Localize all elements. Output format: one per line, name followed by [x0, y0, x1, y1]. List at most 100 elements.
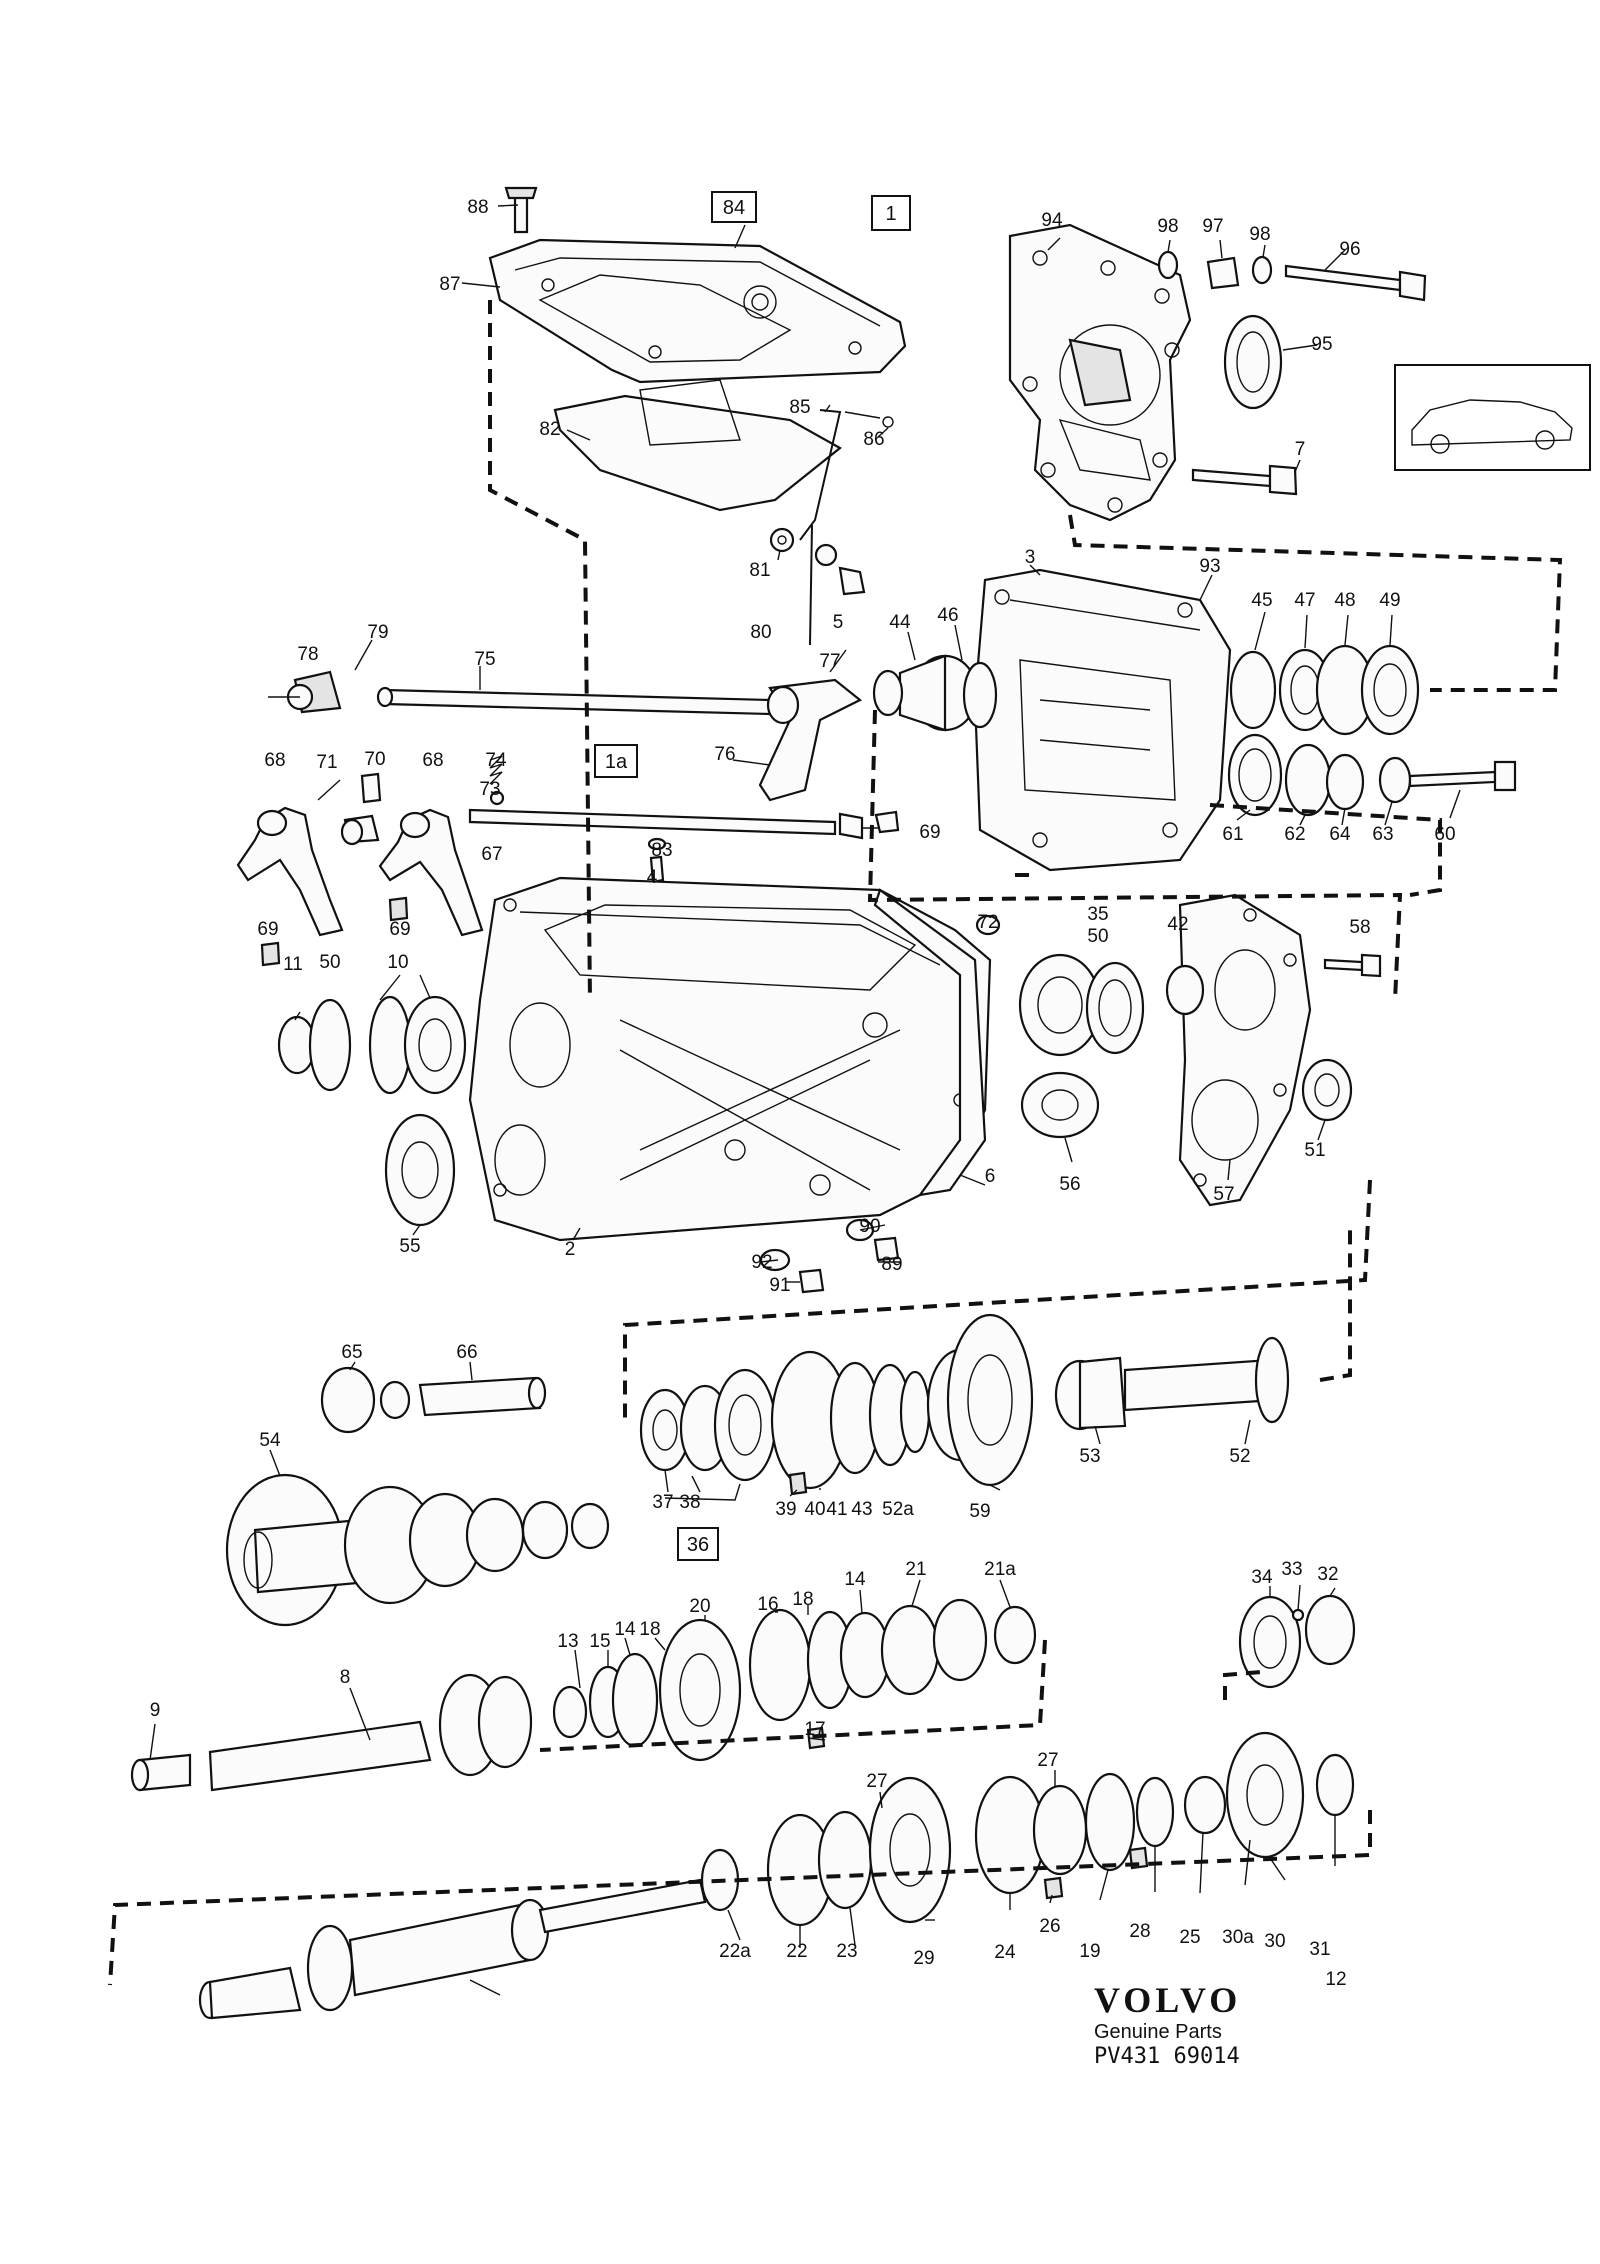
- part-callout-22a: 22a: [719, 1941, 751, 1962]
- part-callout-44: 44: [889, 612, 911, 633]
- part-callout-50: 50: [1087, 926, 1108, 947]
- bearing-46: [962, 661, 998, 729]
- seal-42: [1165, 964, 1205, 1016]
- part-callout-4: 4: [647, 867, 658, 888]
- part-callout-63: 63: [1372, 824, 1393, 845]
- part-callout-75: 75: [474, 649, 495, 670]
- seal-95: [1223, 314, 1283, 410]
- washer-72: [975, 914, 1001, 936]
- part-callout-46: 46: [937, 605, 958, 626]
- selector-fork-68-right: [378, 808, 484, 937]
- part-callout-54: 54: [259, 1430, 281, 1451]
- part-callout-49: 49: [1379, 590, 1400, 611]
- part-callout-51: 51: [1304, 1140, 1325, 1161]
- part-callout-30: 30: [1264, 1931, 1285, 1952]
- bearing-35: [1018, 953, 1145, 1057]
- boxed-label-1a: 1a: [605, 751, 628, 773]
- part-callout-74: 74: [485, 750, 507, 771]
- box-1a: [594, 744, 638, 778]
- part-callout-2: 2: [565, 1239, 576, 1260]
- spring-74-73: [489, 755, 505, 806]
- part-callout-77: 77: [819, 651, 840, 672]
- bearing-56: [1020, 1071, 1100, 1139]
- part-callout-14: 14: [614, 1619, 636, 1640]
- part-callout-86: 86: [863, 429, 884, 450]
- part-callout-28: 28: [1129, 1921, 1150, 1942]
- bolt-7: [1191, 464, 1298, 496]
- part-callout-93: 93: [1199, 556, 1220, 577]
- pin-83-4: [647, 837, 667, 884]
- part-callout-60: 60: [1434, 824, 1455, 845]
- boxed-label-84: 84: [723, 197, 745, 219]
- part-callout-58: 58: [1349, 917, 1370, 938]
- part-callout-22: 22: [786, 1941, 807, 1962]
- part-callout-32: 32: [1317, 1564, 1338, 1585]
- part-callout-98: 98: [1157, 216, 1178, 237]
- part-callout-21: 21: [905, 1559, 926, 1580]
- input-shaft-8: [130, 1673, 588, 1792]
- bolt-96-assembly: [1157, 250, 1427, 302]
- part-callout-25: 25: [1179, 1927, 1200, 1948]
- part-callout-24: 24: [994, 1942, 1016, 1963]
- output-shaft-12: [198, 1878, 707, 2020]
- part-callout-80: 80: [750, 622, 771, 643]
- part-callout-18: 18: [792, 1589, 813, 1610]
- part-callout-38: 38: [679, 1492, 700, 1513]
- diagram-reference: PV431 69014: [1094, 2044, 1240, 2069]
- box-1: [871, 195, 911, 231]
- extension-housing-3: [973, 568, 1232, 872]
- part-callout-66: 66: [456, 1342, 477, 1363]
- part-callout-81: 81: [749, 560, 770, 581]
- part-callout-29: 29: [913, 1948, 934, 1969]
- part-callout-90: 90: [859, 1216, 880, 1237]
- part-callout-65: 65: [341, 1342, 362, 1363]
- gear-44: [872, 654, 979, 732]
- part-callout-71: 71: [316, 752, 337, 773]
- gasket-82: [553, 379, 842, 512]
- brand-logo: VOLVO: [1094, 1980, 1242, 2020]
- part-callout-57: 57: [1213, 1184, 1234, 1205]
- part-callout-73: 73: [479, 779, 500, 800]
- rear-cover-94: [1008, 223, 1192, 522]
- part-callout-98: 98: [1249, 224, 1270, 245]
- part-callout-11: 11: [283, 954, 303, 975]
- shaft-52-53: [1054, 1336, 1290, 1431]
- part-callout-17: 17: [804, 1719, 825, 1740]
- part-callout-92: 92: [751, 1252, 772, 1273]
- part-callout-76: 76: [714, 744, 735, 765]
- part-callout-19: 19: [1079, 1941, 1100, 1962]
- part-callout-30a: 30a: [1222, 1927, 1254, 1948]
- part-callout-47: 47: [1294, 590, 1315, 611]
- part-callout-61: 61: [1222, 824, 1243, 845]
- part-callout-45: 45: [1251, 590, 1272, 611]
- part-callout-53: 53: [1079, 1446, 1100, 1467]
- part-callout-52: 52: [1229, 1446, 1250, 1467]
- car-icon: [1394, 364, 1591, 471]
- selector-fork-68-left: [236, 806, 344, 967]
- front-plate-57: [1178, 893, 1312, 1207]
- part-callout-91: 91: [769, 1275, 790, 1296]
- bearing-55: [384, 1113, 456, 1227]
- part-callout-59: 59: [969, 1501, 990, 1522]
- part-callout-20: 20: [689, 1596, 710, 1617]
- part-callout-18: 18: [639, 1619, 660, 1640]
- shift-rod-67: [468, 808, 900, 840]
- part-callout-82: 82: [539, 419, 560, 440]
- selector-lever: [769, 409, 894, 646]
- rear-output-stack: [1227, 733, 1517, 817]
- boxed-label-36: 36: [687, 1534, 709, 1556]
- gear-59: [926, 1313, 1034, 1487]
- part-callout-10: 10: [387, 952, 408, 973]
- part-callout-16: 16: [757, 1594, 778, 1615]
- part-callout-42: 42: [1167, 914, 1188, 935]
- part-callout-96: 96: [1339, 239, 1360, 260]
- installation-lines: [108, 300, 1563, 1986]
- boxed-labels: 84 1 1a 36: [594, 191, 911, 1561]
- part-callout-95: 95: [1311, 334, 1332, 355]
- part-callout-69: 69: [919, 822, 940, 843]
- part-callout-67: 67: [481, 844, 502, 865]
- part-callout-50: 50: [319, 952, 340, 973]
- interlock-70-71: [317, 772, 382, 846]
